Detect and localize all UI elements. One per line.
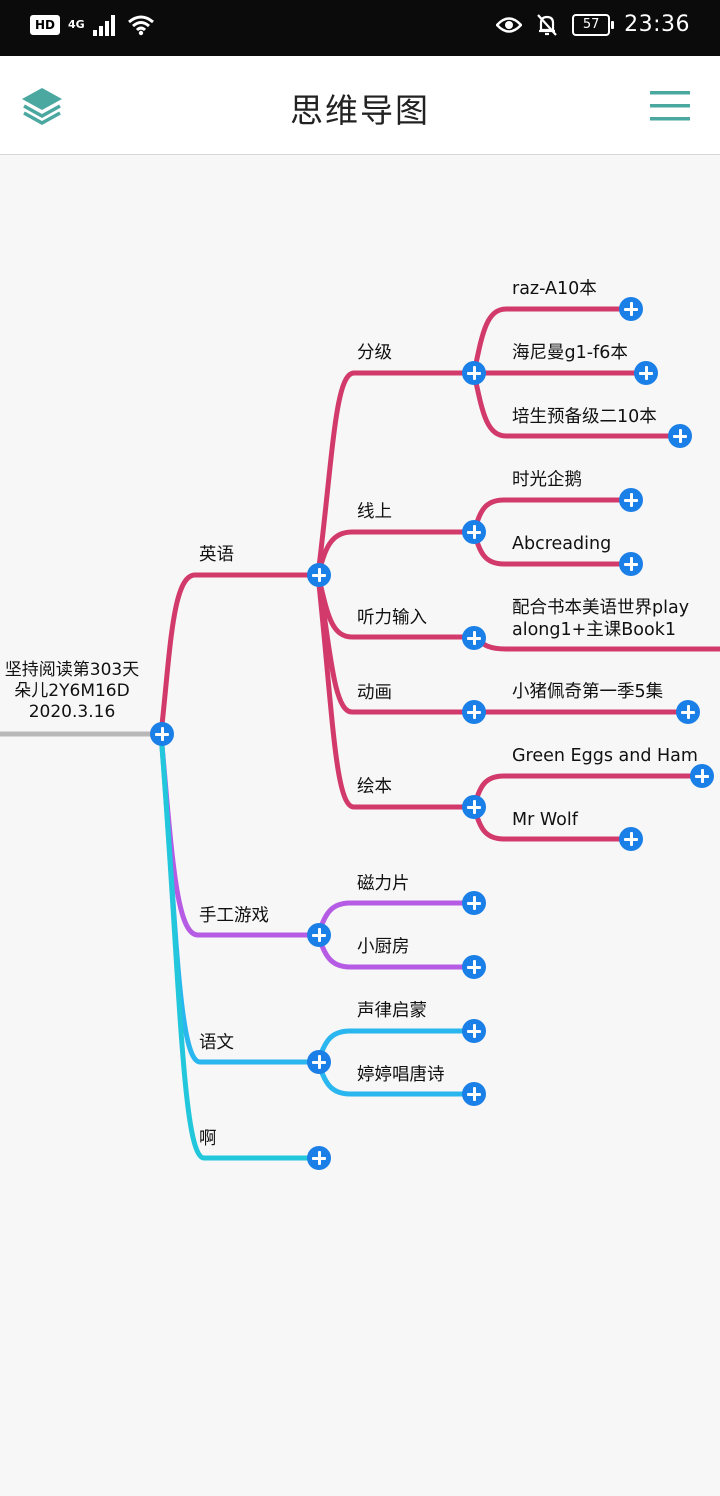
greeneggs-add-button[interactable] bbox=[690, 764, 714, 788]
node-penguin[interactable]: 时光企鹅 bbox=[512, 470, 582, 490]
clock: 23:36 bbox=[624, 12, 690, 37]
connector-greeneggs bbox=[471, 773, 702, 808]
connector-pearson bbox=[471, 372, 680, 439]
online-add-button[interactable] bbox=[462, 520, 486, 544]
bell-off-icon bbox=[537, 13, 557, 36]
node-grading[interactable]: 分级 bbox=[357, 343, 392, 363]
node-raz[interactable]: raz-A10本 bbox=[512, 279, 597, 299]
root-node[interactable]: 坚持阅读第303天 朵儿2Y6M16D 2020.3.16 bbox=[0, 660, 152, 723]
peppa-add-button[interactable] bbox=[676, 700, 700, 724]
root-label-line3: 2020.3.16 bbox=[28, 702, 116, 722]
battery-icon: 57 bbox=[572, 13, 615, 36]
app-bar: 思维导图 bbox=[0, 56, 720, 155]
menu-icon[interactable] bbox=[648, 90, 692, 122]
root-label-line1: 坚持阅读第303天 bbox=[4, 660, 140, 680]
node-picturebook[interactable]: 绘本 bbox=[357, 777, 392, 797]
english-add-button[interactable] bbox=[307, 563, 331, 587]
connector-raz bbox=[471, 306, 630, 374]
wifi-icon bbox=[127, 15, 154, 36]
node-crafts[interactable]: 手工游戏 bbox=[199, 906, 269, 926]
node-chinese[interactable]: 语文 bbox=[199, 1033, 234, 1053]
connector-ah bbox=[158, 733, 318, 1161]
signal-icon bbox=[92, 15, 115, 36]
picturebook-add-button[interactable] bbox=[462, 795, 486, 819]
chinese-add-button[interactable] bbox=[307, 1050, 331, 1074]
crafts-add-button[interactable] bbox=[307, 923, 331, 947]
node-kitchen[interactable]: 小厨房 bbox=[357, 937, 410, 957]
eye-icon bbox=[496, 16, 523, 33]
root-label-line2: 朵儿2Y6M16D bbox=[14, 681, 130, 701]
pearson-add-button[interactable] bbox=[668, 424, 692, 448]
node-worldplay-line2[interactable]: along1+主课Book1 bbox=[512, 620, 676, 640]
connector-penguin bbox=[471, 497, 630, 533]
page-title: 思维导图 bbox=[290, 91, 430, 130]
node-peppa[interactable]: 小猪佩奇第一季5集 bbox=[512, 682, 664, 702]
status-bar: HD 4G 57 23:36 bbox=[0, 0, 720, 56]
mindmap-canvas[interactable]: 坚持阅读第303天 朵儿2Y6M16D 2020.3.16 英语 分级 raz-… bbox=[0, 155, 720, 1496]
node-pearson[interactable]: 培生预备级二10本 bbox=[512, 407, 657, 427]
connector-grading bbox=[315, 370, 474, 576]
hd-badge: HD bbox=[30, 15, 61, 35]
connector-magnet bbox=[315, 900, 474, 936]
connector-animation bbox=[315, 574, 474, 715]
node-ah[interactable]: 啊 bbox=[199, 1129, 217, 1149]
layers-icon[interactable] bbox=[20, 86, 64, 126]
node-magnet[interactable]: 磁力片 bbox=[357, 874, 410, 894]
status-left-group: HD 4G bbox=[30, 14, 155, 36]
node-worldplay-line1[interactable]: 配合书本美语世界play bbox=[512, 598, 690, 618]
node-mrwolf[interactable]: Mr Wolf bbox=[512, 810, 578, 830]
listening-add-button[interactable] bbox=[462, 626, 486, 650]
ah-add-button[interactable] bbox=[307, 1146, 331, 1170]
connector-picturebook bbox=[315, 574, 474, 810]
animation-add-button[interactable] bbox=[462, 700, 486, 724]
connector-crafts bbox=[158, 733, 318, 938]
magnet-add-button[interactable] bbox=[462, 891, 486, 915]
node-listening[interactable]: 听力输入 bbox=[357, 608, 427, 628]
node-rhyme[interactable]: 声律启蒙 bbox=[357, 1001, 427, 1021]
penguin-add-button[interactable] bbox=[619, 488, 643, 512]
node-english[interactable]: 英语 bbox=[199, 545, 234, 565]
heinemann-add-button[interactable] bbox=[634, 361, 658, 385]
node-heinemann[interactable]: 海尼曼g1-f6本 bbox=[512, 343, 628, 363]
root-add-button[interactable] bbox=[150, 722, 174, 746]
network-type: 4G bbox=[68, 18, 85, 31]
rhyme-add-button[interactable] bbox=[462, 1019, 486, 1043]
node-online[interactable]: 线上 bbox=[357, 502, 392, 522]
connector-online bbox=[315, 529, 474, 576]
connector-english bbox=[158, 572, 318, 735]
mrwolf-add-button[interactable] bbox=[619, 827, 643, 851]
node-greeneggs[interactable]: Green Eggs and Ham bbox=[512, 746, 698, 766]
abcreading-add-button[interactable] bbox=[619, 552, 643, 576]
tangpoem-add-button[interactable] bbox=[462, 1082, 486, 1106]
grading-add-button[interactable] bbox=[462, 361, 486, 385]
raz-add-button[interactable] bbox=[619, 297, 643, 321]
node-animation[interactable]: 动画 bbox=[357, 683, 392, 703]
node-abcreading[interactable]: Abcreading bbox=[512, 534, 612, 554]
connector-chinese bbox=[158, 733, 318, 1065]
status-right-group: 57 23:36 bbox=[496, 12, 690, 37]
connector-rhyme bbox=[315, 1028, 474, 1063]
node-tangpoem[interactable]: 婷婷唱唐诗 bbox=[357, 1065, 445, 1085]
kitchen-add-button[interactable] bbox=[462, 955, 486, 979]
